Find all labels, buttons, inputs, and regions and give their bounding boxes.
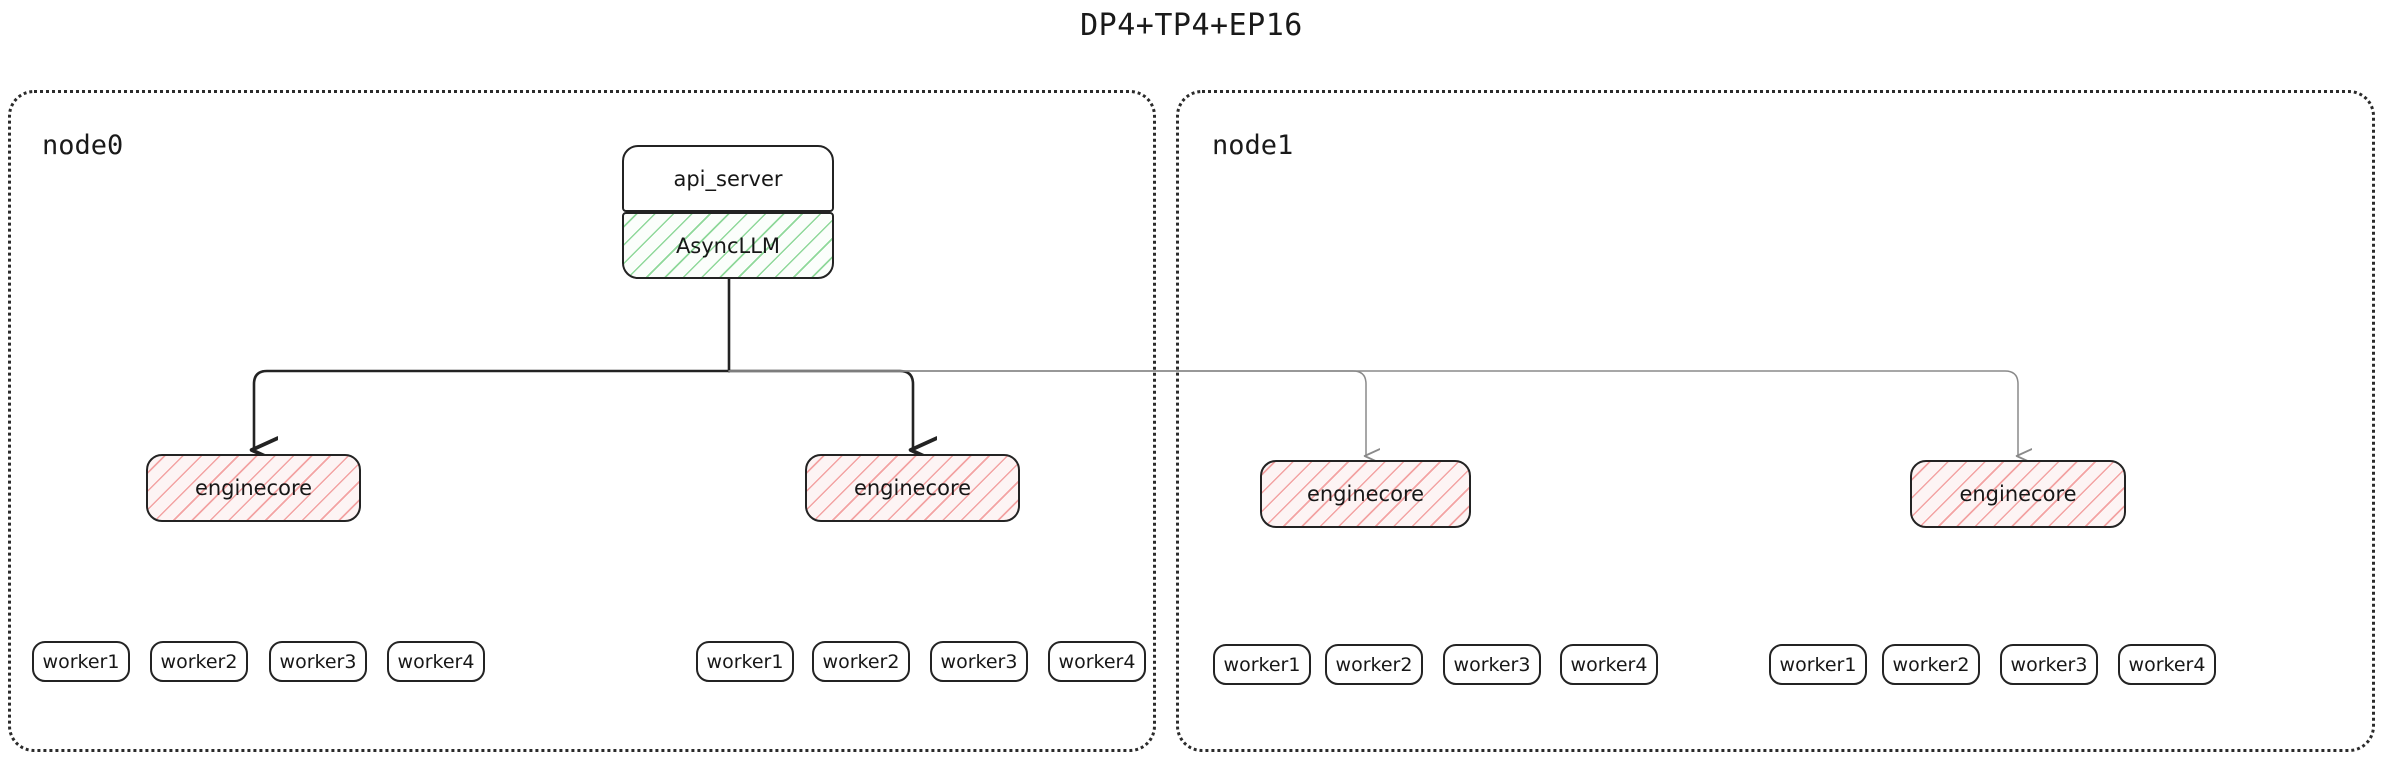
- worker-label: worker4: [1570, 653, 1648, 676]
- worker-label: worker1: [42, 650, 120, 673]
- worker-label: worker3: [2010, 653, 2088, 676]
- worker-label: worker1: [1223, 653, 1301, 676]
- worker-box-workers-n1-0-3: worker3: [1443, 644, 1541, 685]
- worker-label: worker3: [940, 650, 1018, 673]
- worker-label: worker1: [706, 650, 784, 673]
- worker-box-workers-n1-1-2: worker2: [1882, 644, 1980, 685]
- worker-box-workers-n0-1-2: worker2: [812, 641, 910, 682]
- worker-label: worker3: [279, 650, 357, 673]
- worker-box-workers-n0-0-1: worker1: [32, 641, 130, 682]
- api-server-box-label: api_server: [673, 166, 783, 191]
- node-label-node1: node1: [1212, 130, 1294, 161]
- enginecore-n1-1-label: enginecore: [1959, 482, 2077, 506]
- worker-box-workers-n0-0-3: worker3: [269, 641, 367, 682]
- node-label-node0: node0: [42, 130, 124, 161]
- diagram-title: DP4+TP4+EP16: [1080, 8, 1303, 43]
- enginecore-n1-0: enginecore: [1260, 460, 1471, 528]
- worker-label: worker2: [822, 650, 900, 673]
- worker-label: worker4: [397, 650, 475, 673]
- enginecore-n0-0-label: enginecore: [194, 476, 313, 500]
- api-server-box: api_server: [622, 145, 834, 212]
- worker-box-workers-n1-1-1: worker1: [1769, 644, 1867, 685]
- worker-label: worker4: [1058, 650, 1136, 673]
- worker-label: worker1: [1779, 653, 1857, 676]
- enginecore-n0-0: enginecore: [146, 454, 361, 522]
- worker-label: worker3: [1453, 653, 1531, 676]
- worker-box-workers-n0-1-4: worker4: [1048, 641, 1146, 682]
- async-llm-box-label: AsyncLLM: [675, 233, 781, 258]
- worker-box-workers-n1-0-4: worker4: [1560, 644, 1658, 685]
- worker-box-workers-n0-0-2: worker2: [150, 641, 248, 682]
- worker-box-workers-n1-0-1: worker1: [1213, 644, 1311, 685]
- worker-box-workers-n1-1-3: worker3: [2000, 644, 2098, 685]
- worker-box-workers-n0-1-3: worker3: [930, 641, 1028, 682]
- worker-box-workers-n0-1-1: worker1: [696, 641, 794, 682]
- enginecore-n0-1-label: enginecore: [853, 476, 972, 500]
- worker-box-workers-n1-0-2: worker2: [1325, 644, 1423, 685]
- async-llm-box: AsyncLLM: [622, 212, 834, 279]
- worker-box-workers-n1-1-4: worker4: [2118, 644, 2216, 685]
- worker-label: worker2: [1892, 653, 1970, 676]
- enginecore-n1-0-label: enginecore: [1306, 482, 1425, 506]
- worker-label: worker2: [160, 650, 238, 673]
- worker-label: worker2: [1335, 653, 1413, 676]
- enginecore-n0-1: enginecore: [805, 454, 1020, 522]
- worker-label: worker4: [2128, 653, 2206, 676]
- enginecore-n1-1: enginecore: [1910, 460, 2126, 528]
- worker-box-workers-n0-0-4: worker4: [387, 641, 485, 682]
